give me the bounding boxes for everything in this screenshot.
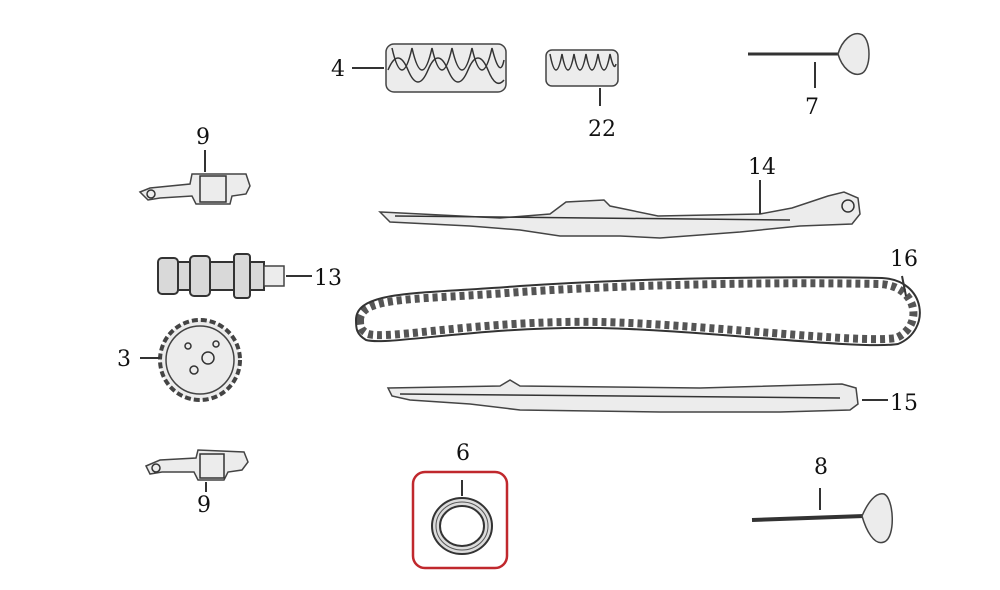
callout-label: 3 xyxy=(117,347,131,372)
valve-exhaust[interactable]: 8 xyxy=(751,455,893,544)
cam-chain-guide[interactable]: 14 xyxy=(378,155,861,239)
callout-label: 7 xyxy=(805,95,819,120)
oil-seal-ring[interactable]: 6 xyxy=(411,441,509,570)
valve-intake[interactable]: 7 xyxy=(748,32,870,120)
rocker-arm-upper[interactable]: 9 xyxy=(138,125,251,205)
camshaft[interactable]: 13 xyxy=(157,253,342,299)
chain-tensioner-guide[interactable]: 15 xyxy=(386,379,918,416)
callout-label: 16 xyxy=(890,247,918,272)
callout-label: 13 xyxy=(314,266,342,291)
callout-label: 4 xyxy=(331,57,345,82)
cam-chain[interactable]: 16 xyxy=(354,247,921,347)
highlight-box xyxy=(411,470,509,570)
callout-label: 6 xyxy=(456,441,470,466)
callout-label: 9 xyxy=(196,125,210,150)
valve-spring-inner[interactable]: 22 xyxy=(545,49,619,142)
callout-label: 14 xyxy=(748,155,776,180)
rocker-arm-lower[interactable]: 9 xyxy=(144,449,249,518)
valve-spring-outer[interactable]: 4 xyxy=(331,43,507,93)
callout-label: 22 xyxy=(588,117,616,142)
callout-label: 15 xyxy=(890,391,918,416)
callout-label: 9 xyxy=(197,493,211,518)
cam-sprocket[interactable]: 3 xyxy=(117,318,242,402)
callout-label: 8 xyxy=(814,455,828,480)
